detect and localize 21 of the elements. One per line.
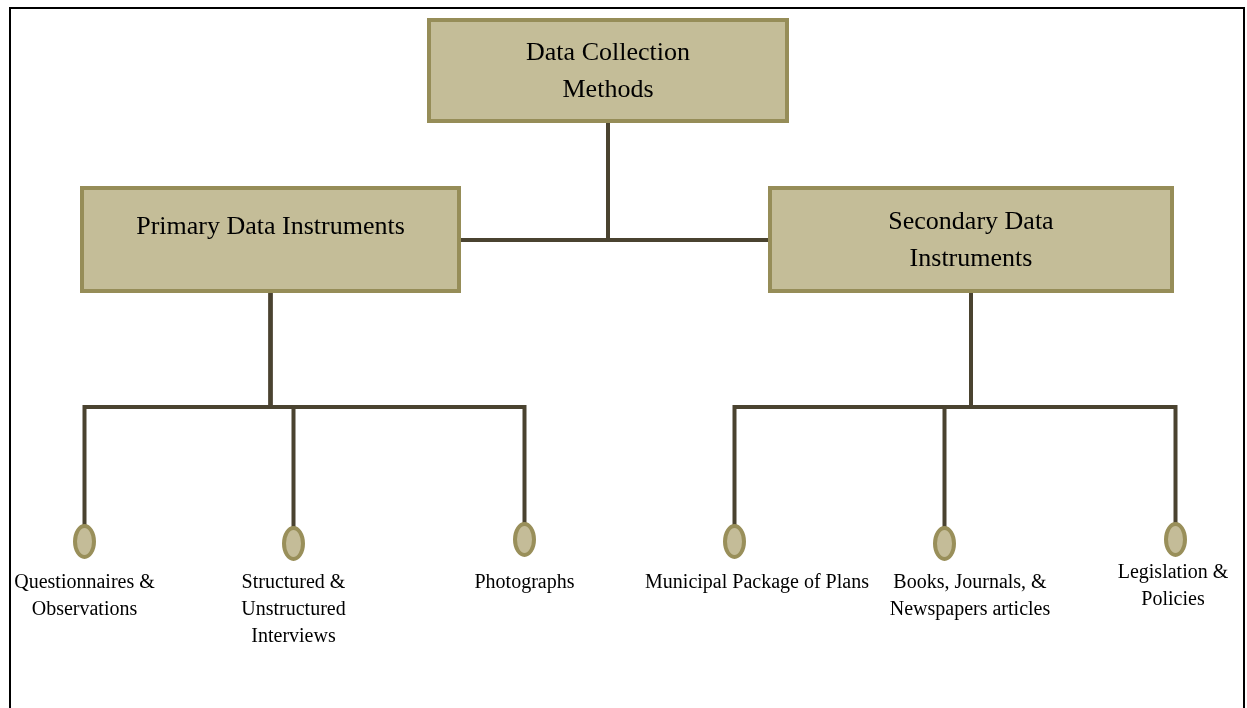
oval-node xyxy=(723,524,746,559)
connector-line xyxy=(969,293,1178,524)
category-box xyxy=(427,18,789,123)
node-title: Primary Data Instruments xyxy=(136,210,405,242)
connector-line xyxy=(268,293,527,524)
oval-node xyxy=(933,526,956,561)
node-label: Books, Journals, & Newspapers articles xyxy=(888,569,1052,622)
connector-line xyxy=(606,123,768,242)
node-label: Legislation & Policies xyxy=(1116,559,1230,611)
node-label: Photographs xyxy=(473,569,576,595)
oval-node xyxy=(282,526,305,561)
node-label: Questionnaires & Observations xyxy=(13,569,156,621)
node-label: Municipal Package of Plans xyxy=(644,569,870,595)
oval-node xyxy=(513,522,536,557)
oval-node xyxy=(73,524,96,559)
category-box xyxy=(80,186,461,293)
oval-node xyxy=(1164,522,1187,557)
node-label: Structured & Unstructured Interviews xyxy=(240,569,347,648)
category-box xyxy=(768,186,1174,293)
node-title: Secondary Data Instruments xyxy=(887,205,1055,274)
node-title: Data Collection Methods xyxy=(525,36,691,105)
